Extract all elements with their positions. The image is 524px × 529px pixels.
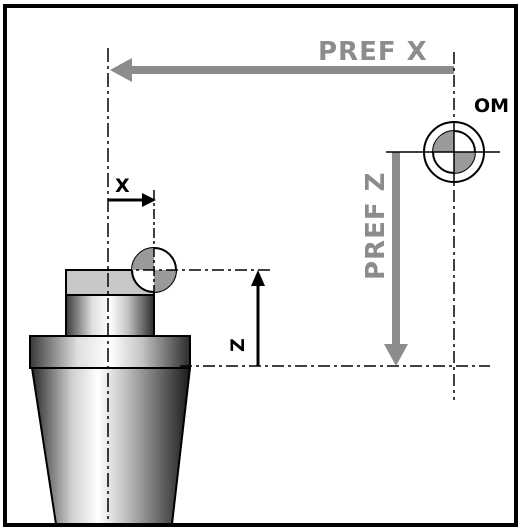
pref-x-label: PREF X	[318, 37, 428, 67]
tool-holder	[29, 269, 192, 525]
pref-x-arrow	[110, 58, 454, 82]
offset-z-label: Z	[227, 338, 249, 352]
offset-x-arrow	[108, 193, 156, 207]
offset-z-arrow	[251, 270, 265, 366]
machine-origin-marker	[386, 52, 500, 400]
pref-z-label: PREF Z	[361, 171, 391, 280]
machine-origin-label: OM	[474, 95, 509, 117]
offset-x-label: X	[115, 175, 130, 197]
pref-z-arrow	[384, 152, 408, 366]
